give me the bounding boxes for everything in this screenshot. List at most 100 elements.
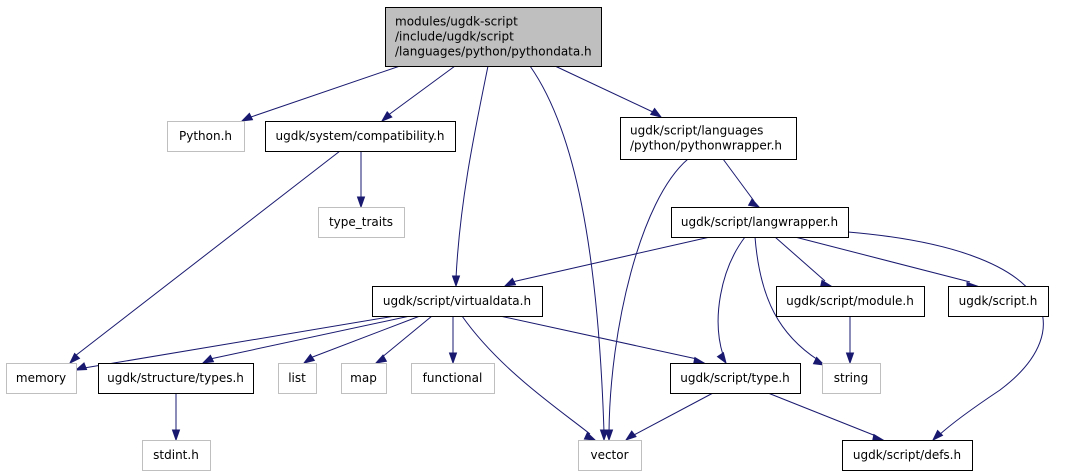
node-pythonwrapper[interactable]: ugdk/script/languages/python/pythonwrapp…	[620, 117, 797, 160]
node-type-traits: type_traits	[318, 207, 405, 238]
edge-virtualdata-to-type-h	[499, 315, 706, 366]
edge-line	[608, 158, 689, 433]
edge-langwrapper-to-virtualdata	[503, 236, 711, 287]
edge-virtualdata-to-memory	[74, 315, 396, 371]
arrowhead	[624, 430, 637, 441]
edge-line	[74, 150, 341, 357]
edge-line	[554, 65, 656, 114]
node-label: list	[288, 371, 306, 385]
edge-type-h-to-vector	[624, 392, 714, 441]
edge-line	[717, 236, 746, 356]
node-label: type_traits	[329, 215, 393, 229]
edge-pythondata-to-virtualdata	[451, 65, 489, 288]
arrowhead	[503, 277, 517, 287]
edge-line	[847, 231, 1044, 437]
node-box	[142, 440, 211, 471]
edge-langwrapper-to-defs	[847, 231, 1044, 442]
node-compatibility[interactable]: ugdk/system/compatibility.h	[265, 121, 456, 152]
node-virtualdata[interactable]: ugdk/script/virtualdata.h	[372, 286, 543, 317]
node-label: ugdk/script/langwrapper.h	[681, 215, 838, 229]
node-box	[167, 121, 245, 152]
edge-line	[386, 65, 456, 117]
node-box	[6, 363, 77, 394]
node-label: ugdk/script/module.h	[786, 294, 914, 308]
edge-compatibility-to-memory	[68, 150, 341, 365]
node-string: string	[822, 363, 881, 394]
arrowhead	[374, 354, 388, 364]
node-defs[interactable]: ugdk/script/defs.h	[842, 440, 973, 471]
node-box	[671, 207, 849, 238]
edge-virtualdata-to-types	[201, 315, 411, 364]
node-label: Python.h	[179, 129, 232, 143]
edge-line	[209, 315, 411, 360]
edge-line	[767, 392, 877, 437]
node-label: /languages/python/pythondata.h	[395, 45, 592, 59]
arrowhead	[356, 196, 366, 209]
node-langwrapper[interactable]: ugdk/script/langwrapper.h	[671, 207, 849, 238]
arrowhead	[931, 429, 944, 442]
node-script-h[interactable]: ugdk/script.h	[948, 286, 1049, 317]
node-box	[98, 363, 254, 394]
node-box	[776, 286, 925, 317]
arrowhead	[583, 431, 597, 441]
node-label: /python/pythonwrapper.h	[630, 139, 782, 153]
node-box	[842, 440, 973, 471]
node-types[interactable]: ugdk/structure/types.h	[98, 363, 254, 394]
node-label: ugdk/script/virtualdata.h	[383, 294, 531, 308]
edge-pythonwrapper-to-vector	[604, 158, 689, 442]
edge-pythondata-to-compatibility	[380, 65, 456, 123]
edge-line	[794, 236, 971, 283]
arrowhead	[302, 353, 316, 364]
node-box	[670, 363, 801, 394]
arrowhead	[68, 352, 81, 365]
node-functional: functional	[411, 363, 495, 394]
node-box	[578, 440, 642, 471]
node-box	[822, 363, 881, 394]
edge-line	[461, 315, 591, 435]
node-box	[411, 363, 495, 394]
node-label: string	[834, 371, 868, 385]
node-python-h: Python.h	[167, 121, 245, 152]
node-label: ugdk/structure/types.h	[107, 371, 244, 385]
edge-module-to-string	[845, 316, 855, 365]
edge-virtualdata-to-list	[302, 315, 421, 364]
edge-line	[529, 65, 605, 433]
arrowhead	[240, 112, 254, 122]
node-box	[620, 117, 797, 160]
edge-pythonwrapper-to-langwrapper	[722, 158, 761, 208]
node-vector: vector	[578, 440, 642, 471]
edge-line	[631, 392, 714, 437]
edge-line	[511, 236, 711, 283]
node-label: vector	[590, 448, 628, 462]
node-stdint: stdint.h	[142, 440, 211, 471]
edge-line	[455, 65, 489, 279]
arrowhead	[599, 429, 609, 442]
node-label: modules/ugdk-script	[395, 15, 518, 29]
arrowhead	[448, 352, 458, 365]
node-memory: memory	[6, 363, 77, 394]
node-box	[278, 363, 317, 394]
node-box	[385, 7, 602, 67]
edge-type-h-to-defs	[767, 392, 885, 443]
edges-layer	[68, 65, 1044, 443]
node-label: functional	[423, 371, 483, 385]
node-type-h[interactable]: ugdk/script/type.h	[670, 363, 801, 394]
arrowhead	[604, 429, 614, 442]
nodes-layer: modules/ugdk-script/include/ugdk/script/…	[6, 7, 1049, 471]
node-box	[948, 286, 1049, 317]
edge-virtualdata-to-functional	[448, 316, 458, 365]
node-label: ugdk/script.h	[959, 294, 1038, 308]
node-label: ugdk/system/compatibility.h	[275, 129, 444, 143]
node-pythondata: modules/ugdk-script/include/ugdk/script/…	[385, 7, 602, 67]
arrowhead	[747, 198, 761, 208]
node-label: memory	[16, 371, 66, 385]
edge-types-to-stdint	[171, 393, 181, 442]
node-label: ugdk/script/type.h	[680, 371, 790, 385]
edge-virtualdata-to-vector	[461, 315, 597, 441]
edge-line	[247, 65, 401, 119]
node-module[interactable]: ugdk/script/module.h	[776, 286, 925, 317]
node-label: stdint.h	[153, 448, 199, 462]
arrowhead	[171, 429, 181, 442]
node-box	[341, 363, 387, 394]
